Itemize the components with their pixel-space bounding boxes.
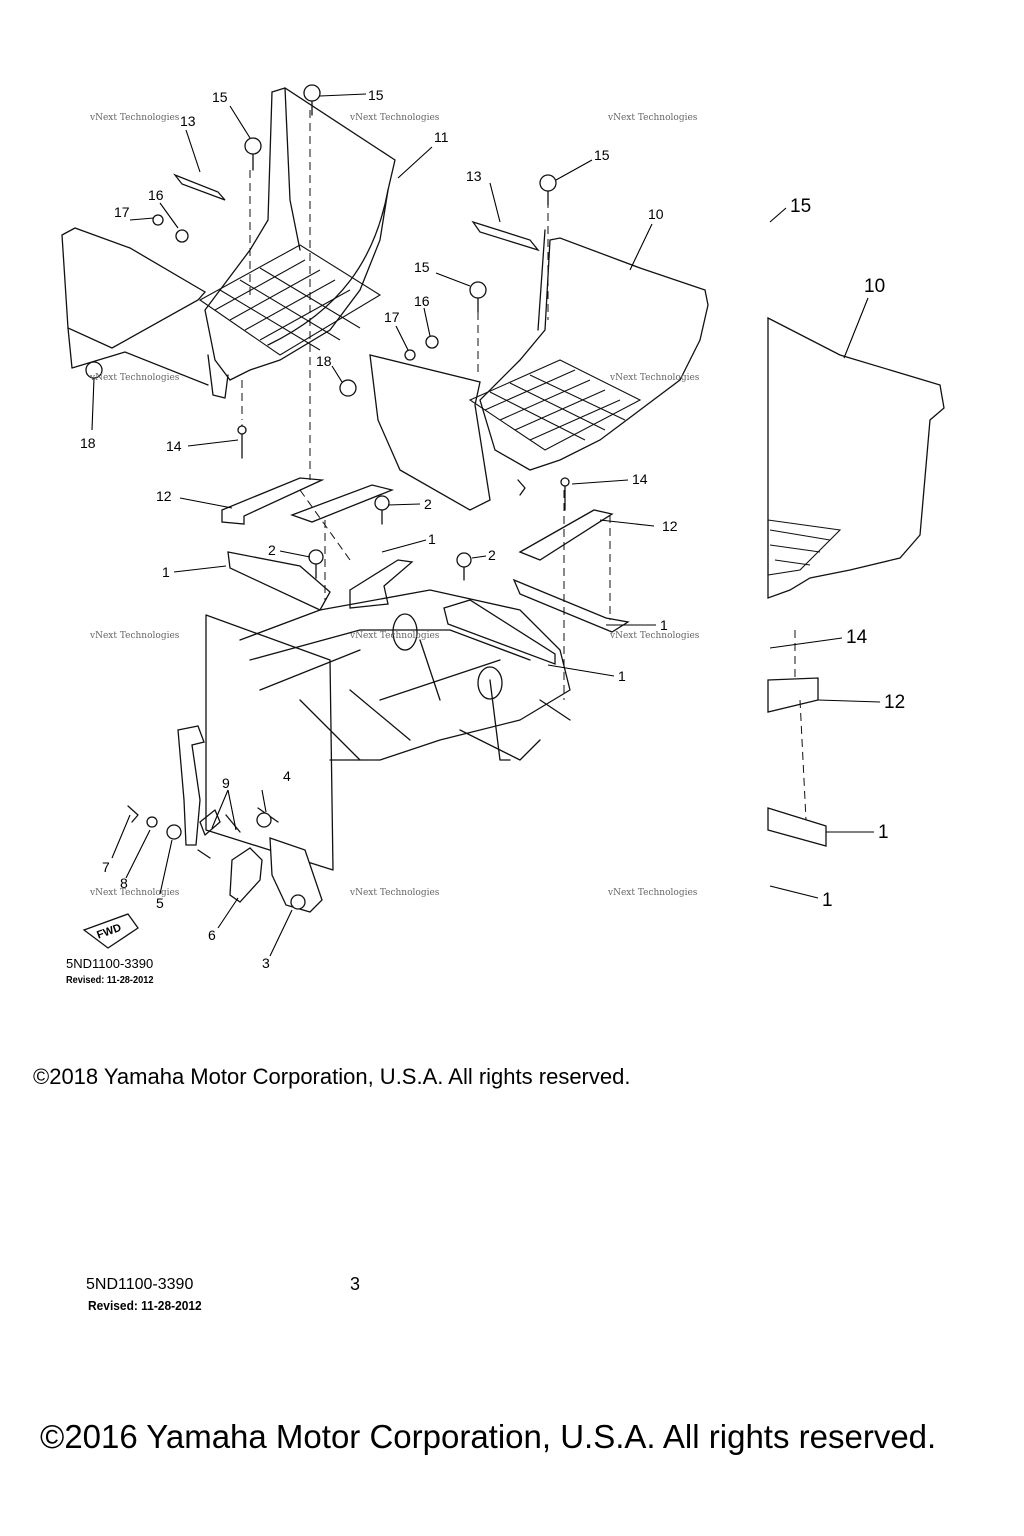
part-label-1-detail: 1 xyxy=(822,890,833,911)
svg-text:vNext Technologies: vNext Technologies xyxy=(349,888,440,898)
part-label-14-detail: 14 xyxy=(846,627,868,648)
svg-text:vNext Technologies: vNext Technologies xyxy=(89,113,180,123)
part-label-1: 1 xyxy=(618,668,626,684)
part-label-15-detail: 15 xyxy=(790,196,811,217)
drawing-code-lower: 5ND1100-3390 xyxy=(86,1276,194,1293)
copyright-notice-lower: ©2016 Yamaha Motor Corporation, U.S.A. A… xyxy=(40,1418,937,1455)
svg-text:vNext Technologies: vNext Technologies xyxy=(607,888,698,898)
fasteners xyxy=(85,84,570,828)
part-label-18: 18 xyxy=(316,353,332,369)
part-label-15: 15 xyxy=(594,147,610,163)
detail-footrest xyxy=(767,316,945,847)
part-label-16: 16 xyxy=(148,187,164,203)
part-label-5: 5 xyxy=(156,895,164,911)
part-label-14: 14 xyxy=(166,438,182,454)
svg-text:vNext Technologies: vNext Technologies xyxy=(607,113,698,123)
part-labels: 15 15 13 11 15 13 16 17 10 15 16 17 18 1… xyxy=(80,87,905,971)
revised-date: Revised: 11-28-2012 xyxy=(66,975,154,986)
part-label-15: 15 xyxy=(414,259,430,275)
part-label-14: 14 xyxy=(632,471,648,487)
part-label-1: 1 xyxy=(428,531,436,547)
part-label-13: 13 xyxy=(180,113,196,129)
part-label-11: 11 xyxy=(434,129,449,145)
part-label-1-detail: 1 xyxy=(878,822,889,843)
part-label-15: 15 xyxy=(212,89,228,105)
part-label-1: 1 xyxy=(660,617,668,633)
part-label-12: 12 xyxy=(662,518,678,534)
part-label-18: 18 xyxy=(80,435,96,451)
revised-date-lower: Revised: 11-28-2012 xyxy=(88,1298,202,1313)
assembly-lines xyxy=(241,110,807,821)
svg-text:vNext Technologies: vNext Technologies xyxy=(89,631,180,641)
part-label-13: 13 xyxy=(466,168,482,184)
leader-lines xyxy=(91,93,881,957)
part-label-10-detail: 10 xyxy=(864,276,885,297)
copyright-notice: ©2018 Yamaha Motor Corporation, U.S.A. A… xyxy=(33,1064,631,1089)
drawing-code: 5ND1100-3390 xyxy=(66,956,154,971)
brackets xyxy=(221,477,630,665)
brake-pedal xyxy=(82,725,323,949)
svg-text:vNext Technologies: vNext Technologies xyxy=(89,373,180,383)
part-label-3: 3 xyxy=(262,955,270,971)
part-label-2: 2 xyxy=(424,496,432,512)
part-label-7: 7 xyxy=(102,859,110,875)
part-label-8: 8 xyxy=(120,875,128,891)
part-label-1: 1 xyxy=(162,564,170,580)
part-label-15: 15 xyxy=(368,87,384,103)
part-label-2: 2 xyxy=(268,542,276,558)
part-label-10: 10 xyxy=(648,206,664,222)
part-label-16: 16 xyxy=(414,293,430,309)
part-label-3-lower: 3 xyxy=(350,1274,361,1294)
svg-text:vNext Technologies: vNext Technologies xyxy=(89,888,180,898)
part-label-12: 12 xyxy=(156,488,172,504)
svg-text:vNext Technologies: vNext Technologies xyxy=(349,113,440,123)
part-label-9: 9 xyxy=(222,775,230,791)
part-label-6: 6 xyxy=(208,927,216,943)
svg-text:vNext Technologies: vNext Technologies xyxy=(349,631,440,641)
svg-text:vNext Technologies: vNext Technologies xyxy=(609,631,700,641)
left-footrest xyxy=(61,87,396,399)
watermarks: vNext Technologies vNext Technologies vN… xyxy=(89,113,700,898)
frame xyxy=(205,589,571,871)
svg-text:vNext Technologies: vNext Technologies xyxy=(609,373,700,383)
part-label-17: 17 xyxy=(384,309,400,325)
part-label-2: 2 xyxy=(488,547,496,563)
part-label-17: 17 xyxy=(114,204,130,220)
part-label-12-detail: 12 xyxy=(884,692,905,713)
part-label-4: 4 xyxy=(283,768,291,784)
right-footrest xyxy=(369,229,709,511)
